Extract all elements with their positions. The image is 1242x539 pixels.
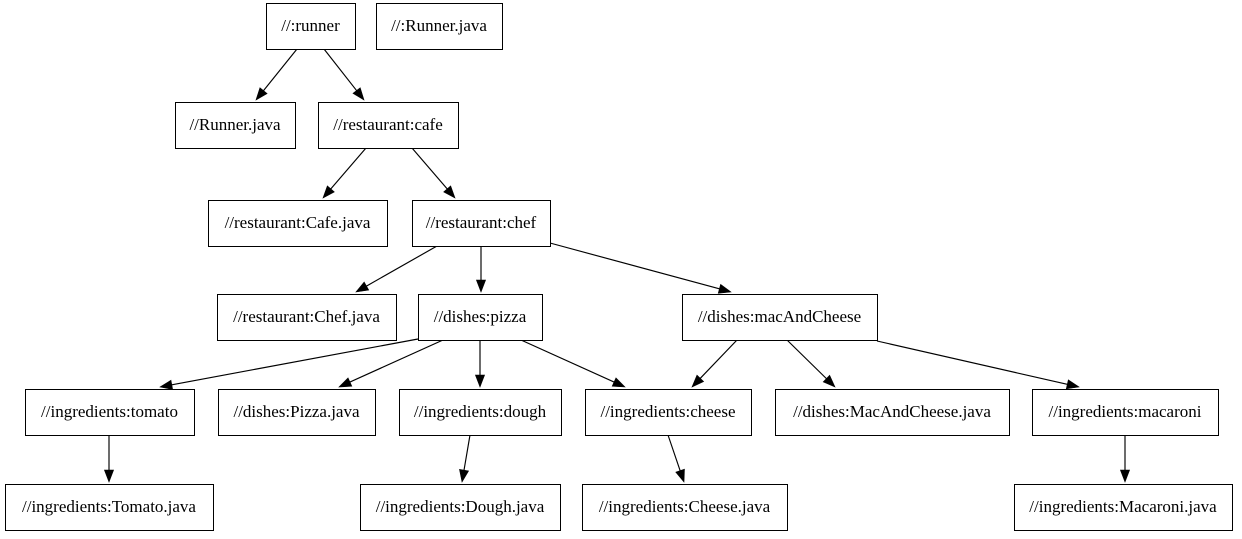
edge-ing_cheese-to-ing_cheese_java — [667, 434, 685, 483]
node-box[interactable] — [375, 2, 504, 51]
node-label: //restaurant:Cafe.java — [225, 213, 371, 232]
arrowhead-icon — [822, 374, 836, 388]
node-box[interactable] — [359, 483, 562, 532]
arrowhead-icon — [443, 185, 456, 199]
edge-dishes_macandcheese-to-ing_macaroni — [876, 340, 1080, 390]
node-label: //dishes:Pizza.java — [233, 402, 360, 421]
node-label: //ingredients:Tomato.java — [22, 497, 196, 516]
graph-node-ing_tomato_java[interactable]: //ingredients:Tomato.java — [4, 483, 215, 532]
arrowhead-icon — [338, 377, 353, 388]
node-label: //:Runner.java — [391, 16, 487, 35]
node-label: //ingredients:Dough.java — [376, 497, 545, 516]
graph-node-runner[interactable]: //:runner — [265, 2, 357, 51]
arrowhead-icon — [352, 87, 365, 101]
node-box[interactable] — [217, 388, 377, 437]
edge-runner-to-restaurant_cafe — [323, 48, 365, 101]
node-box[interactable] — [1013, 483, 1234, 532]
edge-dishes_pizza-to-ing_cheese — [520, 339, 626, 388]
graph-node-dishes_macandcheese[interactable]: //dishes:macAndCheese — [681, 293, 879, 342]
graph-node-ing_macaroni[interactable]: //ingredients:macaroni — [1031, 388, 1220, 437]
node-label: //restaurant:cafe — [333, 115, 443, 134]
edge-runner-to-runner_java — [255, 48, 298, 101]
edge-restaurant_chef-to-dishes_pizza — [475, 246, 487, 293]
edge-ing_dough-to-ing_dough_java — [459, 434, 471, 483]
nodes-layer: //:runner //:Runner.java //Runner.java //re… — [4, 2, 1234, 532]
edge-dishes_macandcheese-to-dishes_mac_java — [786, 339, 836, 388]
node-box[interactable] — [317, 101, 460, 150]
node-box[interactable] — [1031, 388, 1220, 437]
node-label: //ingredients:cheese — [600, 402, 735, 421]
node-box[interactable] — [411, 199, 552, 248]
graph-node-dishes_mac_java[interactable]: //dishes:MacAndCheese.java — [774, 388, 1011, 437]
arrowhead-icon — [611, 377, 626, 388]
edge-restaurant_chef-to-restaurant_chef_java — [355, 245, 438, 293]
node-label: //dishes:MacAndCheese.java — [793, 402, 991, 421]
arrowhead-icon — [159, 379, 174, 390]
node-box[interactable] — [584, 388, 753, 437]
node-box[interactable] — [398, 388, 563, 437]
edges-layer — [103, 48, 1131, 483]
arrowhead-icon — [103, 469, 115, 483]
graph-node-restaurant_cafe_java[interactable]: //restaurant:Cafe.java — [207, 199, 389, 248]
edge-ing_macaroni-to-ing_macaroni_java — [1119, 435, 1131, 483]
graph-node-ing_dough_java[interactable]: //ingredients:Dough.java — [359, 483, 562, 532]
node-label: //dishes:pizza — [434, 307, 527, 326]
arrowhead-icon — [355, 281, 370, 293]
node-box[interactable] — [417, 293, 544, 342]
node-label: //ingredients:Macaroni.java — [1029, 497, 1217, 516]
graph-node-ing_cheese[interactable]: //ingredients:cheese — [584, 388, 753, 437]
node-box[interactable] — [216, 293, 398, 342]
graph-node-restaurant_chef_java[interactable]: //restaurant:Chef.java — [216, 293, 398, 342]
arrowhead-icon — [691, 374, 705, 388]
arrowhead-icon — [1119, 469, 1131, 483]
arrowhead-icon — [475, 279, 487, 293]
node-label: //ingredients:dough — [414, 402, 547, 421]
node-box[interactable] — [207, 199, 389, 248]
graph-node-restaurant_chef[interactable]: //restaurant:chef — [411, 199, 552, 248]
node-label: //Runner.java — [189, 115, 281, 134]
edge-dishes_macandcheese-to-ing_cheese — [691, 339, 738, 388]
node-label: //dishes:macAndCheese — [698, 307, 861, 326]
edge-dishes_pizza-to-ing_tomato — [159, 338, 419, 390]
arrowhead-icon — [459, 469, 470, 483]
graph-node-ing_tomato[interactable]: //ingredients:tomato — [24, 388, 196, 437]
graph-node-restaurant_cafe[interactable]: //restaurant:cafe — [317, 101, 460, 150]
graph-node-dishes_pizza[interactable]: //dishes:pizza — [417, 293, 544, 342]
arrowhead-icon — [675, 468, 685, 483]
graph-node-ing_dough[interactable]: //ingredients:dough — [398, 388, 563, 437]
node-box[interactable] — [681, 293, 879, 342]
arrowhead-icon — [255, 87, 268, 101]
node-label: //ingredients:tomato — [41, 402, 178, 421]
node-label: //restaurant:Chef.java — [233, 307, 380, 326]
node-box[interactable] — [265, 2, 357, 51]
arrowhead-icon — [322, 185, 335, 199]
node-box[interactable] — [174, 101, 297, 150]
edge-dishes_pizza-to-ing_dough — [474, 340, 486, 388]
node-label: //restaurant:chef — [426, 213, 537, 232]
edge-dishes_pizza-to-dishes_pizza_java — [338, 339, 444, 388]
edge-restaurant_cafe-to-restaurant_cafe_java — [322, 147, 367, 199]
node-label: //ingredients:macaroni — [1049, 402, 1202, 421]
edge-ing_tomato-to-ing_tomato_java — [103, 435, 115, 483]
graph-node-dishes_pizza_java[interactable]: //dishes:Pizza.java — [217, 388, 377, 437]
arrowhead-icon — [717, 283, 732, 294]
node-box[interactable] — [4, 483, 215, 532]
node-box[interactable] — [581, 483, 789, 532]
arrowhead-icon — [474, 374, 486, 388]
arrowhead-icon — [1065, 379, 1080, 390]
graph-node-root_runner_java[interactable]: //:Runner.java — [375, 2, 504, 51]
edge-restaurant_cafe-to-restaurant_chef — [411, 147, 456, 199]
edge-restaurant_chef-to-dishes_macandcheese — [549, 242, 732, 294]
node-box[interactable] — [774, 388, 1011, 437]
node-label: //:runner — [281, 16, 340, 35]
graph-node-runner_java[interactable]: //Runner.java — [174, 101, 297, 150]
node-label: //ingredients:Cheese.java — [599, 497, 771, 516]
graph-node-ing_macaroni_java[interactable]: //ingredients:Macaroni.java — [1013, 483, 1234, 532]
graph-node-ing_cheese_java[interactable]: //ingredients:Cheese.java — [581, 483, 789, 532]
node-box[interactable] — [24, 388, 196, 437]
